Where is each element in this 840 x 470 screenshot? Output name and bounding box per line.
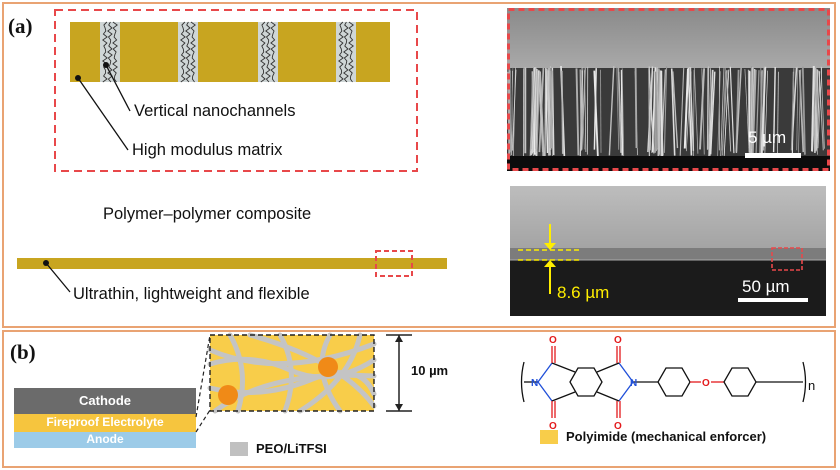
svg-text:O: O — [549, 421, 557, 432]
label-ultrathin: Ultrathin, lightweight and flexible — [73, 285, 310, 303]
panel-a-frame — [2, 2, 836, 328]
svg-text:O: O — [702, 378, 710, 389]
schematic-dashed-box — [54, 9, 418, 172]
sem-cross-section-top — [507, 8, 830, 171]
nanochannel — [178, 22, 198, 82]
film-dashed-box — [375, 250, 413, 277]
electrolyte-label: Fireproof Electrolyte — [46, 415, 164, 429]
nanochannel — [258, 22, 278, 82]
svg-text:O: O — [614, 335, 622, 346]
label-composite-title: Polymer–polymer composite — [103, 205, 312, 223]
svg-text:O: O — [614, 421, 622, 432]
thickness-10um-label: 10 µm — [411, 363, 449, 378]
particle-top — [318, 357, 338, 377]
legend-peo-swatch — [230, 442, 248, 456]
vertical-nanochannels — [100, 21, 356, 83]
legend-polyimide-label: Polyimide (mechanical enforcer) — [566, 429, 767, 444]
anode-layer — [14, 432, 196, 448]
pointer-line-matrix — [77, 77, 129, 151]
pointer-line-nanochannels — [105, 64, 131, 112]
sem-top-dashed-border — [507, 8, 830, 171]
svg-text:N: N — [531, 378, 538, 389]
svg-text:N: N — [630, 378, 637, 389]
svg-text:O: O — [549, 335, 557, 346]
sem-bottom-dashed-box — [771, 247, 803, 271]
zoom-inset — [195, 332, 412, 433]
panel-a-label: (a) — [8, 14, 33, 38]
scale-bar-bottom — [738, 298, 808, 302]
label-vertical-nanochannels: Vertical nanochannels — [134, 102, 296, 120]
nanochannel-schematic — [17, 9, 447, 293]
thickness-label: 8.6 µm — [557, 283, 610, 302]
electrolyte-layer — [14, 414, 196, 432]
thin-film-strip — [17, 258, 447, 269]
sem-cross-section-bottom — [510, 186, 826, 316]
scale-bar-top — [745, 153, 801, 158]
cathode-label: Cathode — [79, 393, 131, 408]
anode-label: Anode — [86, 432, 124, 446]
legend-polyimide-swatch — [540, 430, 558, 444]
legend-peo-label: PEO/LiTFSI — [256, 441, 327, 456]
pointer-line-film — [45, 262, 71, 293]
scale-label-bottom: 50 µm — [742, 277, 790, 296]
nanochannel — [336, 22, 356, 82]
particle-bottom — [218, 385, 238, 405]
polyimide-structure: N N O O O O O — [520, 335, 807, 432]
panel-b-frame — [2, 330, 836, 468]
polymer-subscript-n: n — [808, 378, 816, 393]
scale-label-top: 5 µm — [748, 128, 787, 147]
panel-b-label: (b) — [10, 340, 36, 364]
cathode-layer — [14, 388, 196, 414]
label-high-modulus-matrix: High modulus matrix — [132, 141, 283, 159]
